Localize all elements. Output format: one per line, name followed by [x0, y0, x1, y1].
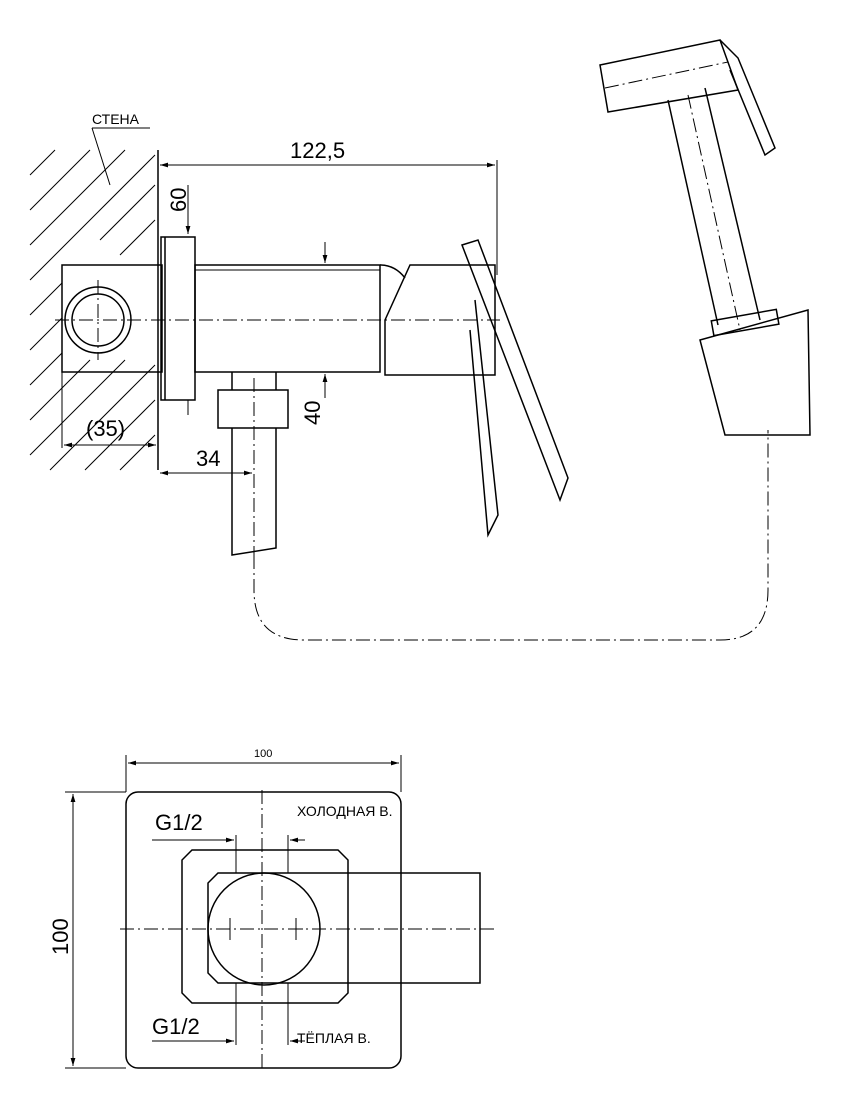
hand-shower [599, 39, 811, 436]
plan-handle [207, 872, 481, 984]
hose-path [253, 430, 769, 641]
cold-label: ХОЛОДНАЯ В. [297, 803, 393, 819]
outlet-nut [217, 389, 289, 429]
dim-depth: (35) [86, 416, 125, 441]
dim-top: 60 [166, 188, 191, 212]
dim-height: 100 [48, 918, 73, 955]
dim-overall: 122,5 [290, 138, 345, 163]
embedded-box [61, 264, 163, 373]
cover-plate [125, 791, 402, 1069]
wall-label: СТЕНА [92, 111, 140, 127]
plan-view: 100 100 G1/2 ХОЛОДНАЯ В. G1/2 ТЁПЛАЯ В. [48, 748, 495, 1070]
mixer-body [194, 264, 381, 373]
dim-side: 40 [300, 401, 325, 425]
dim-outlet: 34 [196, 446, 220, 471]
outlet-stem [231, 372, 277, 390]
lever [461, 239, 569, 503]
valve-body [181, 849, 349, 1004]
warm-label: ТЁПЛАЯ В. [297, 1030, 371, 1046]
thread-top: G1/2 [155, 810, 203, 835]
thread-bottom: G1/2 [152, 1014, 200, 1039]
dim-width: 100 [254, 748, 272, 760]
side-view: СТЕНА [29, 39, 811, 641]
wall-flange [160, 236, 196, 401]
wall-hatch [29, 149, 156, 471]
